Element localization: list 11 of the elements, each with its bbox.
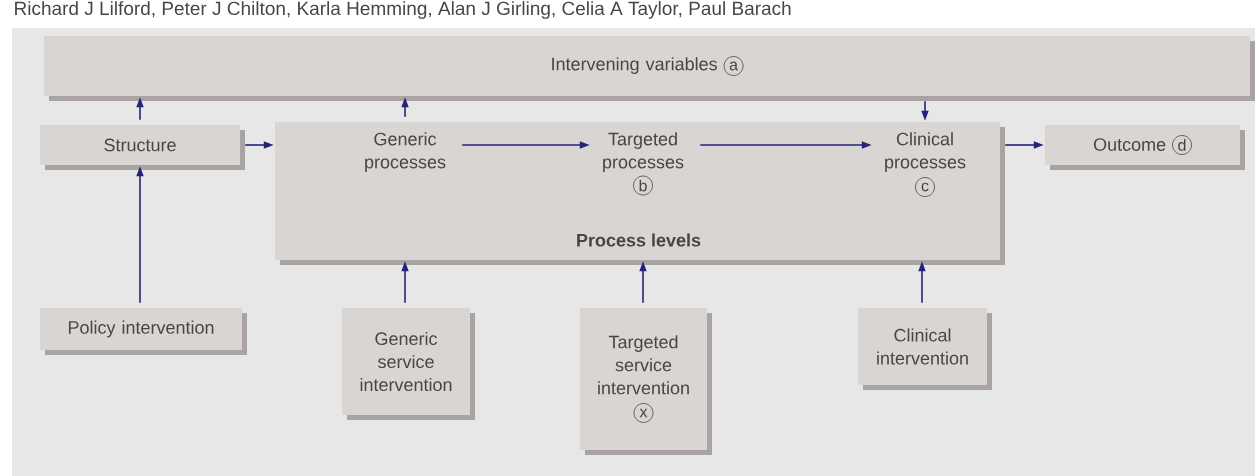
process-label: Targeted processes b xyxy=(603,132,684,196)
variables-box: Intervening variables a xyxy=(44,36,1255,101)
author-line: Richard J Lilford, Peter J Chilton, Karla Hemming, Alan J Girling, Celia A Taylor, Paul Barach xyxy=(15,1,791,19)
intervention-box: Policy intervention xyxy=(40,308,247,355)
intervention-box: Clinical intervention xyxy=(858,308,992,390)
intervention-box: Generic service intervention xyxy=(342,308,475,420)
intervention-box: Targeted service intervention x xyxy=(580,308,712,455)
outcome-box: Outcome d xyxy=(1045,125,1245,170)
structure-box: Structure xyxy=(40,125,245,170)
process-label: Generic processes xyxy=(365,132,446,172)
process-label: Clinical processes c xyxy=(885,132,966,197)
